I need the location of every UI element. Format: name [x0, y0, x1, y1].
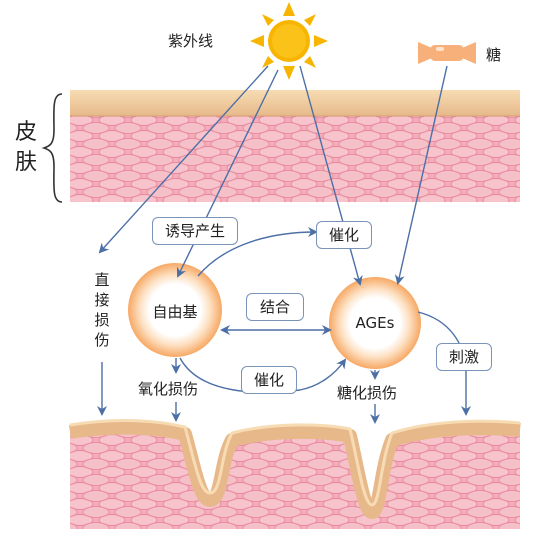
- uv-label: 紫外线: [168, 32, 214, 50]
- catalyze-top-box: 催化: [316, 221, 372, 249]
- skin-bottom-block: [68, 419, 521, 529]
- ages-node: [329, 277, 421, 369]
- sugar-label: 糖: [486, 46, 502, 64]
- skin-bracket: [41, 93, 63, 203]
- glycation-damage-label: 糖化损伤: [337, 384, 398, 402]
- direct-damage-label: 直接损伤: [94, 271, 110, 349]
- sugar-candy-icon: [418, 42, 476, 64]
- free-radical-node: [128, 263, 222, 357]
- arrow-radical-catalyze: [197, 227, 318, 277]
- catalyze-bottom-box: 催化: [241, 366, 297, 394]
- oxidative-damage-label: 氧化损伤: [138, 380, 199, 398]
- skin-label: 皮肤: [14, 120, 37, 175]
- induce-box: 诱导产生: [152, 217, 238, 245]
- arrow-sugar-ages: [394, 65, 448, 285]
- free-radical-label: 自由基: [152, 303, 198, 321]
- ages-label: AGEs: [355, 314, 395, 332]
- sun-icon: [250, 2, 328, 80]
- arrow-uv-direct: [98, 65, 269, 254]
- stimulate-box: 刺激: [436, 343, 492, 371]
- skin-top-block: [70, 90, 520, 202]
- combine-box: 结合: [246, 293, 304, 321]
